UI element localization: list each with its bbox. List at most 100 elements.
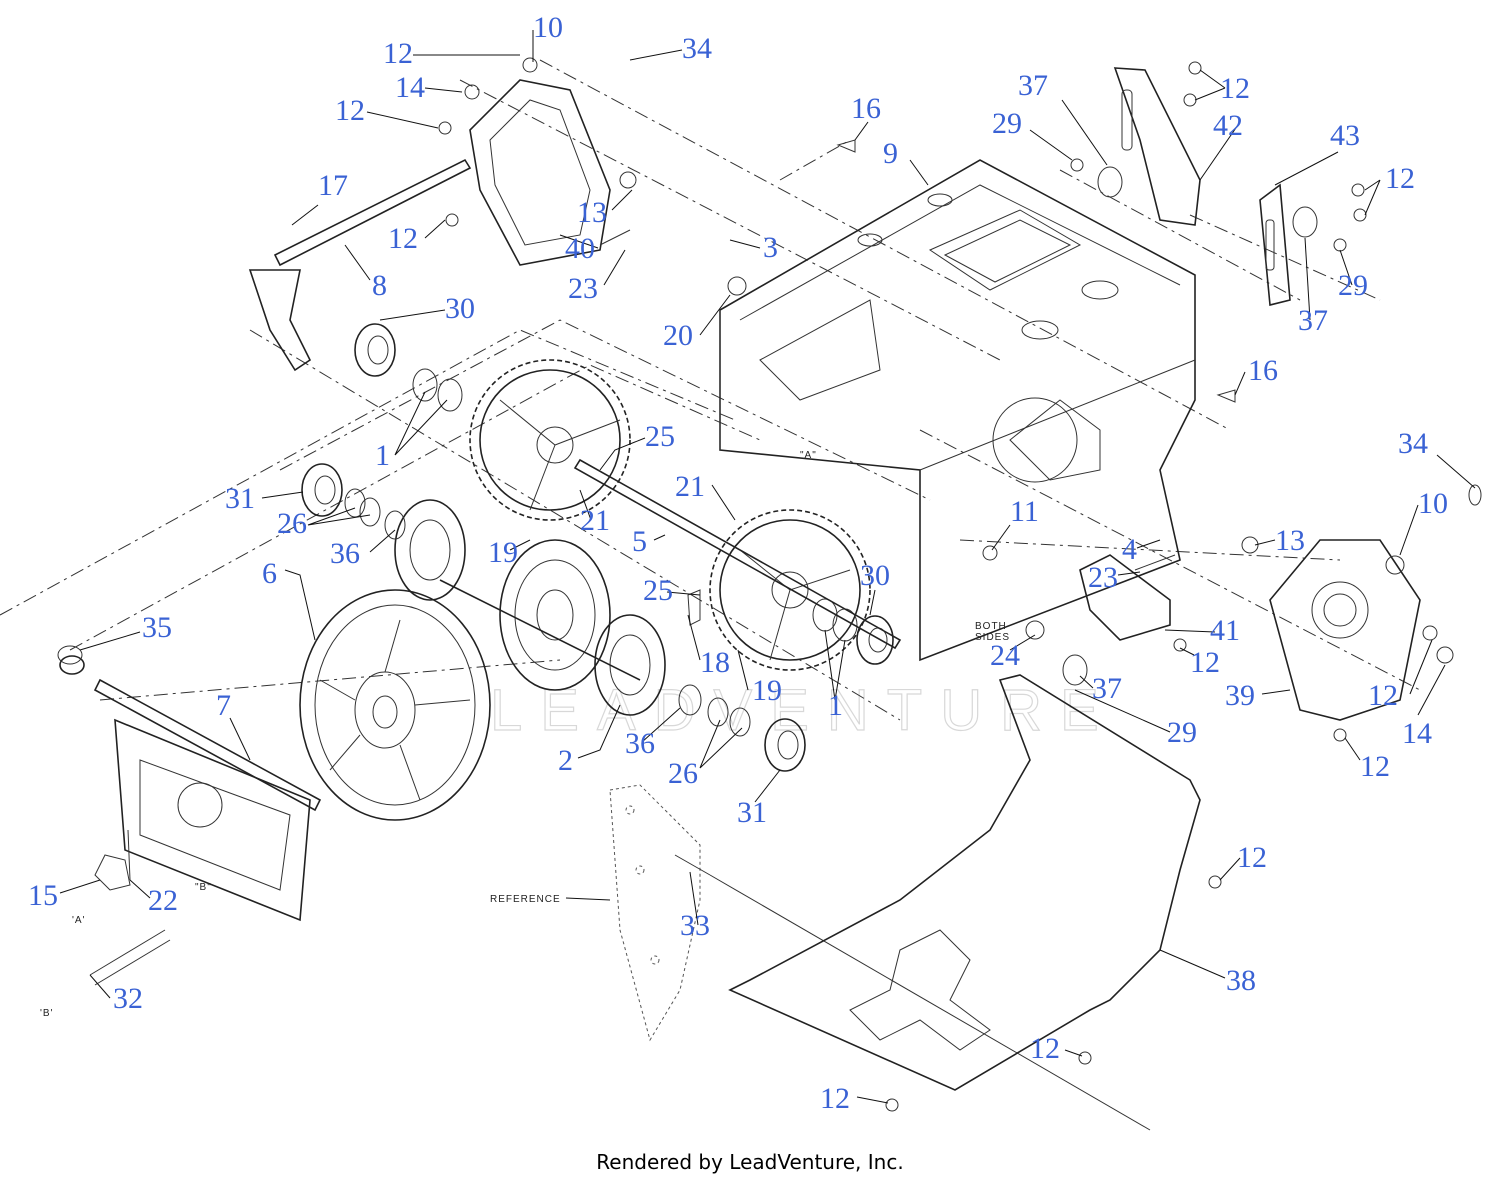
note-a-spring: 'A': [72, 915, 86, 926]
callout-part-29: 29: [1167, 716, 1197, 749]
callout-part-33: 33: [680, 909, 710, 942]
callout-part-22: 22: [148, 884, 178, 917]
note-a-chassis: "A": [800, 450, 817, 461]
callout-part-1: 1: [828, 689, 843, 722]
callout-part-12: 12: [383, 37, 413, 70]
callout-part-19: 19: [752, 674, 782, 707]
bearing-31-lower: [764, 718, 806, 772]
callout-part-14: 14: [1402, 717, 1432, 750]
bracket-41: [1079, 554, 1171, 641]
watermark: LEADVENTURE: [490, 678, 1117, 743]
note-b-bracket: "B": [195, 882, 212, 893]
leader-lines: [59, 30, 1476, 1104]
callout-part-32: 32: [113, 982, 143, 1015]
reference-plate: [609, 784, 701, 1042]
callout-part-39: 39: [1225, 679, 1255, 712]
callout-part-12: 12: [1030, 1032, 1060, 1065]
callout-part-5: 5: [632, 525, 647, 558]
callout-part-23: 23: [568, 272, 598, 305]
callout-part-6: 6: [262, 557, 277, 590]
callout-part-4: 4: [1122, 533, 1137, 566]
reference-notes: "A" 'A' "B" 'B' BOTH SIDES REFERENCE: [40, 450, 1011, 1019]
callout-part-37: 37: [1018, 69, 1048, 102]
callout-part-26: 26: [277, 507, 307, 540]
callout-part-12: 12: [1220, 72, 1250, 105]
callout-part-30: 30: [445, 292, 475, 325]
callout-part-34: 34: [1398, 427, 1428, 460]
hex-shaft: [573, 458, 902, 650]
callout-part-16: 16: [851, 92, 881, 125]
callout-part-26: 26: [668, 757, 698, 790]
right-bracket-42: [1113, 67, 1201, 226]
callout-part-38: 38: [1226, 964, 1256, 997]
callout-part-29: 29: [1338, 269, 1368, 302]
callout-part-17: 17: [318, 169, 348, 202]
callout-part-13: 13: [1275, 524, 1305, 557]
bracket-7: [59, 655, 322, 922]
callout-part-16: 16: [1248, 354, 1278, 387]
gear-right: [709, 509, 871, 671]
callout-part-36: 36: [330, 537, 360, 570]
callout-part-9: 9: [883, 137, 898, 170]
callout-part-12: 12: [335, 94, 365, 127]
springs: [89, 229, 1176, 1131]
bearing-31-left: [301, 463, 343, 517]
callout-part-12: 12: [820, 1082, 850, 1115]
callout-part-10: 10: [1418, 487, 1448, 520]
pinion-upper: [394, 499, 466, 601]
friction-disc: [499, 539, 611, 691]
callout-part-14: 14: [395, 71, 425, 104]
callout-part-24: 24: [990, 639, 1020, 672]
callout-part-21: 21: [580, 504, 610, 537]
callout-part-7: 7: [216, 689, 231, 722]
footer-credit: Rendered by LeadVenture, Inc.: [596, 1150, 904, 1174]
callout-part-3: 3: [763, 231, 778, 264]
assembly-center-lines: [0, 59, 1421, 721]
callout-part-36: 36: [625, 727, 655, 760]
callout-part-29: 29: [992, 107, 1022, 140]
gear-left: [469, 359, 631, 521]
left-side-plate: [469, 79, 611, 266]
callout-part-21: 21: [675, 470, 705, 503]
callout-part-31: 31: [225, 482, 255, 515]
callout-part-23: 23: [1088, 561, 1118, 594]
axle-shaft-8: [248, 158, 472, 372]
callout-part-19: 19: [488, 536, 518, 569]
callout-part-34: 34: [682, 32, 712, 65]
note-reference: REFERENCE: [490, 894, 561, 905]
callout-part-12: 12: [1385, 162, 1415, 195]
callout-part-12: 12: [388, 222, 418, 255]
callout-part-40: 40: [565, 232, 595, 265]
right-side-plate: [1269, 539, 1421, 721]
callout-part-2: 2: [558, 744, 573, 777]
callout-part-11: 11: [1010, 495, 1039, 528]
callout-part-30: 30: [860, 559, 890, 592]
bearing-30-right: [856, 615, 894, 665]
callout-part-20: 20: [663, 319, 693, 352]
callout-part-25: 25: [643, 574, 673, 607]
callout-part-12: 12: [1237, 841, 1267, 874]
callout-part-25: 25: [645, 420, 675, 453]
bearing-30-upper: [354, 323, 396, 377]
callout-part-41: 41: [1210, 614, 1240, 647]
callout-part-12: 12: [1190, 646, 1220, 679]
callout-part-43: 43: [1330, 119, 1360, 152]
pinion-shaft: [439, 579, 641, 681]
callout-part-42: 42: [1213, 109, 1243, 142]
note-both-sides: BOTH SIDES: [975, 621, 1011, 643]
callout-part-31: 31: [737, 796, 767, 829]
callout-part-10: 10: [533, 11, 563, 44]
drive-pulley: [299, 589, 491, 821]
chassis-frame: [719, 159, 1196, 662]
callout-part-8: 8: [372, 269, 387, 302]
callout-part-37: 37: [1092, 672, 1122, 705]
lower-shield: [728, 674, 1201, 1091]
callout-part-35: 35: [142, 611, 172, 644]
callout-part-37: 37: [1298, 304, 1328, 337]
callout-part-12: 12: [1360, 750, 1390, 783]
right-plate-43: [1259, 183, 1291, 307]
callout-part-18: 18: [700, 646, 730, 679]
note-b-spring: 'B': [40, 1008, 54, 1019]
